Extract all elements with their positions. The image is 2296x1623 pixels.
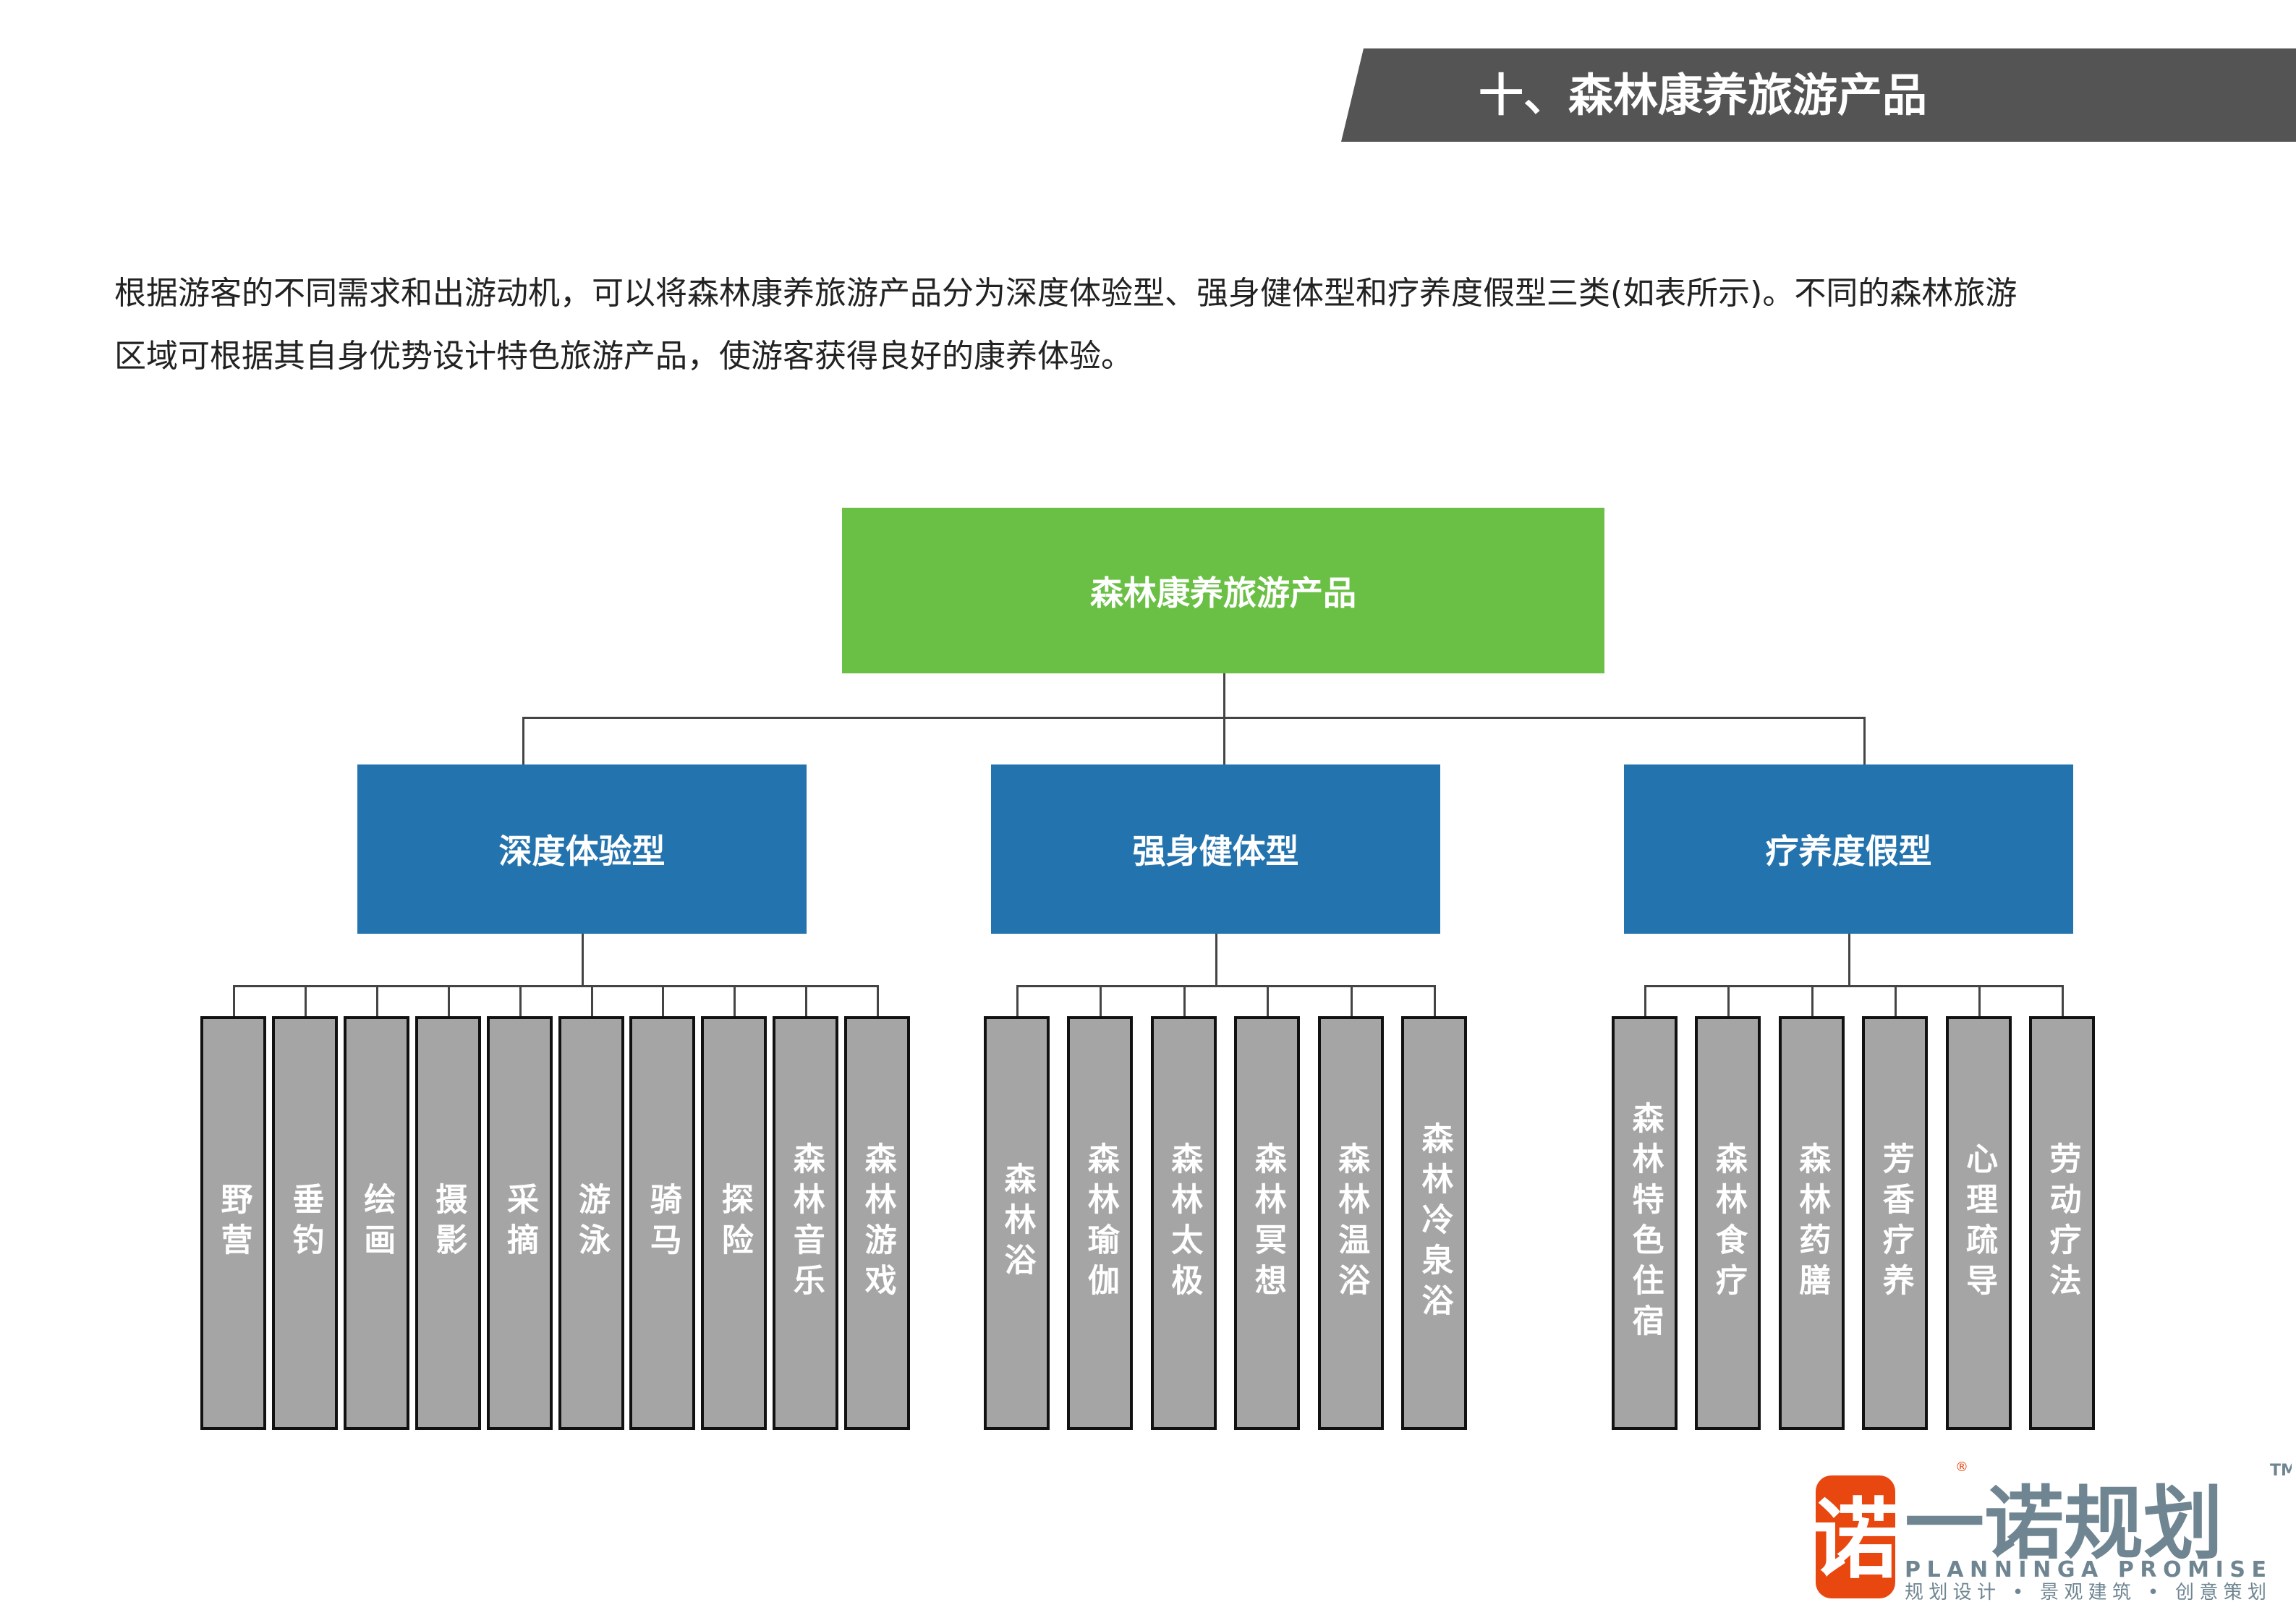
connector [1100,985,1102,1016]
connector [1016,985,1019,1016]
leaf-label: 采摘 [501,1183,539,1264]
leaf-label: 森林音乐 [787,1142,825,1304]
connector [304,985,307,1016]
leaf-node: 森林浴 [984,1016,1050,1430]
leaf-label: 森林特色住宿 [1626,1102,1664,1345]
root-label: 森林康养旅游产品 [1090,573,1356,613]
svg-text:TM: TM [2270,1462,2292,1480]
intro-line-2: 区域可根据其自身优势设计特色旅游产品，使游客获得良好的康养体验。 [114,338,1133,375]
connector [375,985,378,1016]
connector [1978,985,1981,1016]
connector [233,985,880,987]
svg-text:®: ® [1955,1461,1968,1475]
connector [877,985,880,1016]
svg-text:一诺规划: 一诺规划 [1905,1478,2223,1570]
intro-paragraph: 根据游客的不同需求和出游动机，可以将森林康养旅游产品分为深度体验型、强身健体型和… [114,262,2212,388]
leaf-label: 骑马 [644,1183,681,1264]
connector [1267,985,1270,1016]
leaf-label: 游泳 [573,1183,610,1264]
leaf-node: 森林药膳 [1778,1016,1845,1430]
connector [1434,985,1436,1016]
leaf-node: 芳香疗养 [1862,1016,1929,1430]
leaf-label: 心理疏导 [1960,1142,1998,1304]
connector [1848,934,1850,987]
leaf-node: 森林游戏 [844,1016,911,1430]
category-label: 疗养度假型 [1765,832,1932,871]
category-label: 强身健体型 [1132,832,1299,871]
connector [1811,985,1814,1016]
section-title: 十、森林康养旅游产品 [1479,69,1928,122]
leaf-label: 绘画 [358,1183,396,1264]
leaf-node: 绘画 [343,1016,409,1430]
leaf-node: 森林太极 [1150,1016,1217,1430]
connector [2062,985,2064,1016]
connector [1183,985,1186,1016]
connector [582,934,584,987]
leaf-label: 垂钓 [286,1183,324,1264]
leaf-node: 森林音乐 [773,1016,839,1430]
connector [805,985,808,1016]
leaf-label: 探险 [715,1183,753,1264]
svg-text:诺: 诺 [1814,1490,1899,1590]
category-node: 强身健体型 [991,764,1440,934]
leaf-label: 摄影 [430,1183,467,1264]
leaf-node: 心理疏导 [1945,1016,2012,1430]
leaf-label: 森林浴 [998,1162,1036,1284]
leaf-node: 采摘 [486,1016,553,1430]
section-header-bar: 十、森林康养旅游产品 [1341,48,2296,142]
svg-text:规划设计 • 景观建筑 • 创意策划: 规划设计 • 景观建筑 • 创意策划 [1905,1582,2266,1603]
connector [1350,985,1353,1016]
leaf-label: 森林太极 [1165,1142,1203,1304]
leaf-label: 森林冥想 [1249,1142,1286,1304]
leaf-label: 劳动疗法 [2044,1142,2081,1304]
leaf-node: 垂钓 [271,1016,338,1430]
connector [233,985,235,1016]
category-label: 深度体验型 [498,832,666,871]
leaf-node: 游泳 [558,1016,624,1430]
connector [519,985,522,1016]
connector [662,985,665,1016]
intro-line-1: 根据游客的不同需求和出游动机，可以将森林康养旅游产品分为深度体验型、强身健体型和… [114,275,2017,312]
root-node: 森林康养旅游产品 [842,508,1604,673]
connector [447,985,450,1016]
connector [1223,717,1225,764]
leaf-node: 森林温浴 [1317,1016,1384,1430]
connector [1016,985,1436,987]
leaf-node: 劳动疗法 [2029,1016,2095,1430]
leaf-label: 芳香疗养 [1876,1142,1914,1304]
leaf-label: 森林瑜伽 [1081,1142,1119,1304]
connector [1863,717,1866,764]
connector [1727,985,1730,1016]
leaf-node: 探险 [701,1016,768,1430]
category-node: 深度体验型 [357,764,807,934]
leaf-node: 森林食疗 [1695,1016,1761,1430]
category-node: 疗养度假型 [1624,764,2073,934]
company-logo: 诺 ® 一诺规划 TM PLANNINGA PROMISE 规划设计 • 景观建… [1814,1461,2292,1603]
connector [1644,985,1646,1016]
leaf-node: 森林冥想 [1234,1016,1301,1430]
leaf-label: 森林药膳 [1793,1142,1831,1304]
connector [1644,985,2064,987]
leaf-label: 森林冷泉浴 [1416,1122,1453,1324]
connector [522,717,524,764]
leaf-node: 森林冷泉浴 [1401,1016,1467,1430]
leaf-label: 森林游戏 [859,1142,896,1304]
connector [522,717,1866,719]
connector [1215,934,1217,987]
connector [1223,673,1225,718]
connector [1895,985,1897,1016]
leaf-label: 野营 [215,1183,252,1264]
connector [590,985,593,1016]
leaf-node: 摄影 [414,1016,481,1430]
leaf-node: 森林瑜伽 [1067,1016,1134,1430]
logo-mark-icon [1816,1475,1895,1598]
leaf-label: 森林食疗 [1709,1142,1747,1304]
leaf-node: 野营 [200,1016,266,1430]
connector [734,985,736,1016]
leaf-node: 森林特色住宿 [1612,1016,1678,1430]
leaf-label: 森林温浴 [1332,1142,1370,1304]
leaf-node: 骑马 [629,1016,696,1430]
